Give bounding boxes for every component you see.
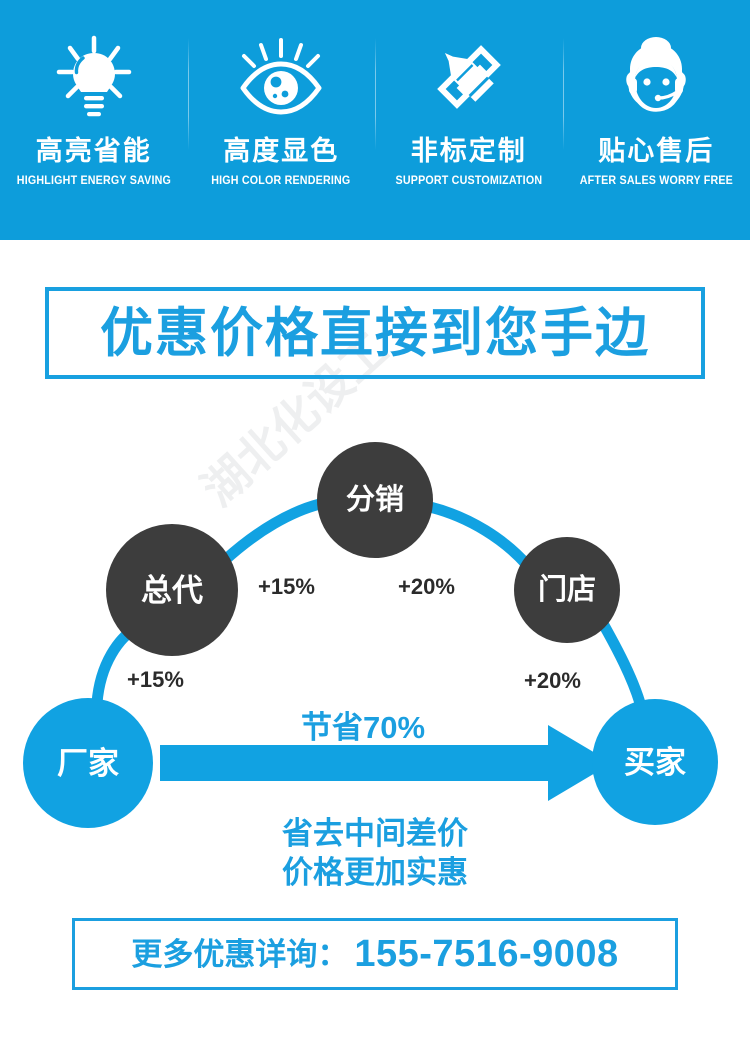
feature-title: 非标定制 (410, 136, 527, 166)
slogan-line-2: 价格更加实惠 (282, 855, 468, 891)
feature-subtitle: AFTER SALES WORRY FREE (579, 175, 733, 187)
feature-subtitle: HIGHLIGHT ENERGY SAVING (16, 175, 171, 187)
contact-box[interactable]: 更多优惠详询： 155-7516-9008 (72, 918, 678, 990)
feature-title: 高亮省能 (35, 136, 152, 166)
node-general-agent: 总代 (106, 524, 238, 656)
price-chain-diagram: 厂家 总代 分销 门店 买家 +15% +15% +20% +20% (0, 415, 750, 828)
contact-phone-number[interactable]: 155-7516-9008 (354, 933, 619, 975)
feature-title: 贴心售后 (598, 136, 715, 166)
feature-high-color-rendering: 高度显色 HIGH COLOR RENDERING (187, 0, 376, 240)
customer-service-icon (613, 34, 699, 120)
feature-after-sales-worry-free: 贴心售后 AFTER SALES WORRY FREE (562, 0, 750, 240)
edge-label-store-buyer: +20% (524, 668, 581, 693)
slogan-line-1: 省去中间差价 (282, 816, 468, 851)
node-store: 门店 (514, 537, 620, 643)
promo-title-box: 优惠价格直接到您手边 (45, 287, 705, 379)
direct-arrow-label: 节省70% (300, 710, 426, 745)
edge-label-factory-agent: +15% (127, 667, 184, 692)
edge-label-agent-distributor: +15% (258, 574, 315, 599)
feature-support-customization: 非标定制 SUPPORT CUSTOMIZATION (375, 0, 563, 240)
eye-icon (235, 34, 327, 120)
edge-label-distributor-store: +20% (398, 574, 455, 599)
node-distributor: 分销 (317, 442, 433, 558)
feature-subtitle: SUPPORT CUSTOMIZATION (395, 175, 543, 187)
pencil-ruler-icon (423, 34, 515, 120)
feature-title: 高度显色 (223, 136, 340, 166)
slogan-block: 省去中间差价 价格更加实惠 (0, 814, 750, 892)
node-factory: 厂家 (23, 698, 153, 828)
feature-highlight-energy-saving: 高亮省能 HIGHLIGHT ENERGY SAVING (0, 0, 188, 240)
node-buyer: 买家 (592, 699, 718, 825)
features-row: 高亮省能 HIGHLIGHT ENERGY SAVING (0, 0, 750, 240)
feature-subtitle: HIGH COLOR RENDERING (211, 175, 351, 187)
diagram-connectors (91, 498, 646, 801)
features-header: 高亮省能 HIGHLIGHT ENERGY SAVING (0, 0, 750, 240)
page-title: 优惠价格直接到您手边 (100, 303, 650, 363)
lightbulb-icon (54, 34, 134, 120)
contact-label: 更多优惠详询： (131, 936, 349, 972)
